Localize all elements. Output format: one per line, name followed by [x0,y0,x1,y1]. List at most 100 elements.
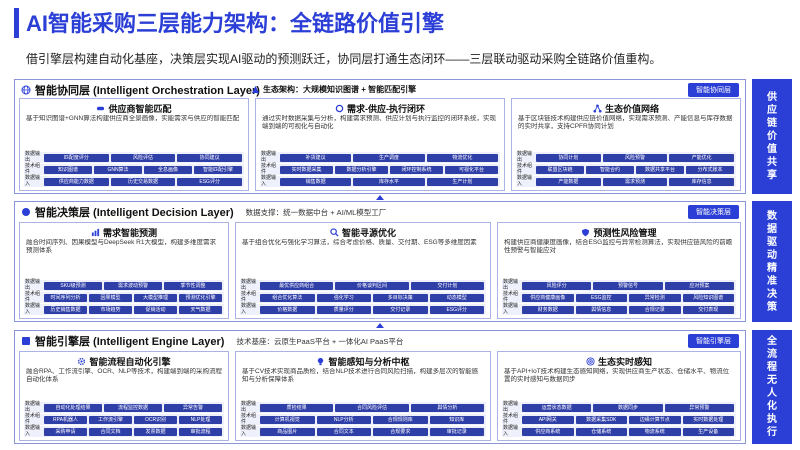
pill: 采购申请 [44,427,87,436]
pill: NLP处理 [179,415,222,424]
row-input: 数据输入销售数据库存水平生产计划 [260,175,500,187]
pill: 预警信号 [593,281,663,290]
row-input: 数据输入财务数据舆情信息合规记录交付表现 [502,303,736,315]
card-grid: 数据输出最优供应商组合价格谈判区间交付计划 技术组件组合优化算法强化学习多目标决… [240,279,486,315]
card-perception-hub[interactable]: 智能感知与分析中枢 基于CV技术实现商品质检，结合NLP技术进行合同风险扫描，构… [235,351,491,441]
pill: API网关 [522,415,574,424]
pill: 发票数据 [134,427,177,436]
pill: 知识图谱 [44,165,92,174]
pill: 风险评估 [110,153,176,162]
title-accent-bar [14,8,19,38]
pill: 物流系统 [629,427,681,436]
pill: 大模型推理 [134,293,177,302]
layer-orchestration: 智能协同层 (Intelligent Orchestration Layer) … [14,79,746,194]
layer-support: 数据支撑：统一数据中台 + AI/ML模型工厂 [245,207,387,217]
pill: OCR识别 [134,415,177,424]
pill: 应对预案 [664,281,734,290]
pill: 协同建议 [177,153,243,162]
shield-icon [582,228,590,237]
row-input: 数据输入采购申请合同文档发票数据审批流程 [24,425,224,437]
row-tech: 技术组件时间序列分析因果模型大模型推理预测优化引擎 [24,291,224,303]
card-demand-forecast[interactable]: 需求智能预测 融合时间序列、因果模型与DeepSeek R1大模型，构建多维度需… [19,222,229,319]
pill: 供应商系统 [522,427,574,436]
pill: 审批流程 [179,427,222,436]
pill: 产能优化 [669,153,735,162]
pill: ESG评分 [429,305,484,314]
flow-arrow-icon [376,195,384,200]
pill: 匹配度评分 [44,153,109,162]
card-demand-loop[interactable]: 需求-供应-执行闭环 通过实时数据采集与分析，构建需求预测、供应计划与执行监控的… [255,98,505,191]
pill: 供应商能力数据 [44,177,109,186]
pill: 边缘计算节点 [629,415,681,424]
layer-engine: 智能引擎层 (Intelligent Engine Layer) 技术基座：云原… [14,330,746,444]
row-input: 数据输入商品图片合同文本合规要求审批记录 [240,425,486,437]
card-desc: 基于区块链技术构建供应链价值网络，实现需求预测、产能信息与库存数据的实时共享，支… [518,115,733,130]
pill: 质量评分 [316,305,371,314]
pill: 库存水平 [353,177,425,186]
pill: 合同风险评估 [335,403,409,412]
brain-icon [22,208,30,216]
search-icon [330,228,339,237]
network-icon [593,104,602,113]
pill: 最优供应商组合 [260,281,334,290]
row-output: 数据输出协同计划风险预警产能优化 [516,151,736,163]
pill: 工作流引擎 [89,415,132,424]
card-title: 需求-供应-执行闭环 [347,104,425,114]
card-value-network[interactable]: 生态价值网络 基于区块链技术构建供应链价值网络，实现需求预测、产能信息与库存数据… [511,98,741,191]
pill: 质检结果 [260,403,334,412]
pill: 知识库 [429,415,484,424]
pill: ESG评分 [177,177,243,186]
pill: 合规要求 [373,427,428,436]
card-title: 生态价值网络 [604,104,659,114]
row-output: 数据输出风险评分预警信号应对预案 [502,279,736,291]
row-output: 数据输出质检结果合同风险评估舆情分析 [240,401,486,413]
card-title: 智能流程自动化引擎 [89,357,171,367]
pill: 价格数据 [260,305,315,314]
chart-icon [91,228,100,237]
layer-name: 智能决策层 (Intelligent Decision Layer) [35,207,234,219]
globe-icon [21,85,31,95]
layer-name: 智能协同层 (Intelligent Orchestration Layer) [35,85,260,97]
pill: 交付计划 [410,281,484,290]
pill: 数据分析引擎 [335,165,388,174]
pill: 异常预警 [664,403,734,412]
pill: 历史交易数据 [110,177,176,186]
pill: 合同文档 [89,427,132,436]
pill: 智能匹配引擎 [194,165,242,174]
pill: 运营状态数据 [522,403,592,412]
pill: 分布式账本 [686,165,734,174]
pill: 多目标决策 [373,293,428,302]
pill: 促销活动 [134,305,177,314]
side-label-value-sharing: 供应链价值共享 [752,79,792,194]
pill: 天气数据 [179,305,222,314]
card-desc: 通过实时数据采集与分析，构建需求预测、供应计划与执行监控的闭环系统，实现端到端的… [262,115,496,130]
row-output: 数据输出补货建议生产调度物流优化 [260,151,500,163]
card-desc: 基于组合优化与强化学习算法，综合考虑价格、质量、交付期、ESG等多维度因素 [242,239,477,246]
card-process-automation[interactable]: 智能流程自动化引擎 融合RPA、工作流引擎、OCR、NLP等技术，构建端到端的采… [19,351,229,441]
pill: 合规规则库 [373,415,428,424]
pill: 销售数据 [280,177,352,186]
layer-support: 技术基座：云原生PaaS平台 + 一体化AI PaaS平台 [236,336,404,346]
layer-badge: 智能协同层 [688,83,739,97]
card-risk-management[interactable]: 预测性风险管理 构建供应商健康度画像，结合ESG监控与异常检测算法，实现供应链风… [497,222,741,319]
pill: 合同文本 [316,427,371,436]
pill: 预测优化引擎 [179,293,222,302]
card-desc: 基于CV技术实现商品质检，结合NLP技术进行合同风险扫描，构建多层次的智能感知与… [242,368,479,383]
row-output: 数据输出匹配度评分风险评估协同建议 [24,151,244,163]
bulb-icon [318,357,324,366]
layer-header: 智能决策层 (Intelligent Decision Layer) 数据支撑：… [21,204,386,220]
pill: 审批记录 [429,427,484,436]
card-eco-sensing[interactable]: 生态实时感知 基于API+IoT技术构建生态感知网络，实现供应商生产状态、仓储水… [497,351,741,441]
pill: 联盟区块链 [536,165,584,174]
pill: 补货建议 [280,153,352,162]
card-supplier-matching[interactable]: 供应商智能匹配 基于知识图谱+GNN算法构建供应商全景画像，实能需求与供应的智能… [19,98,249,191]
pill: 合规记录 [629,305,681,314]
side-label-data-decision: 数据驱动精准决策 [752,201,792,322]
card-sourcing[interactable]: 智能寻源优化 基于组合优化与强化学习算法，综合考虑价格、质量、交付期、ESG等多… [235,222,491,319]
